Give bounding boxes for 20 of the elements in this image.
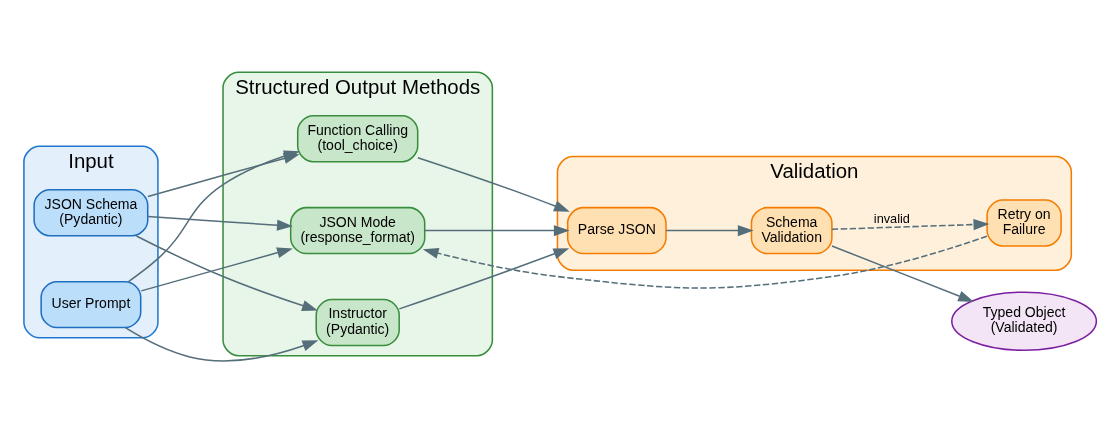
arrow bbox=[831, 219, 990, 231]
arrow bbox=[124, 326, 319, 362]
node-box: Schema Validation bbox=[750, 206, 833, 255]
arrow bbox=[423, 225, 570, 237]
arrow bbox=[831, 245, 975, 302]
arrow bbox=[417, 156, 570, 212]
node-box: Instructor (Pydantic) bbox=[315, 298, 400, 347]
node-box: JSON Schema (Pydantic) bbox=[33, 189, 149, 237]
arrow bbox=[665, 225, 754, 237]
node-box: JSON Mode (response_format) bbox=[289, 206, 426, 255]
arrow bbox=[140, 247, 293, 292]
arrow bbox=[398, 248, 570, 310]
arrow bbox=[147, 215, 293, 231]
edge-label: invalid bbox=[873, 210, 910, 226]
node-box: User Prompt bbox=[40, 280, 142, 329]
arrow bbox=[422, 235, 988, 289]
node-box: Parse JSON bbox=[566, 206, 667, 255]
arrow bbox=[135, 235, 318, 311]
node-box: Retry on Failure bbox=[986, 199, 1062, 247]
node-box: Function Calling (tool_choice) bbox=[296, 114, 419, 163]
